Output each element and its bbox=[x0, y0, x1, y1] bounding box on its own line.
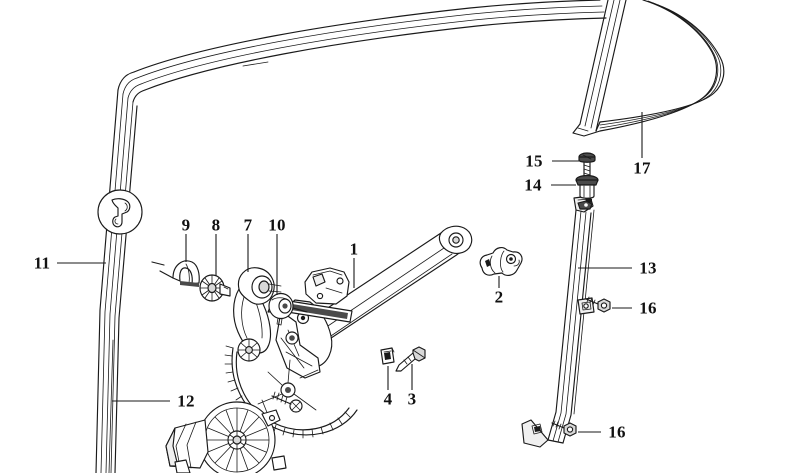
callout-label-13: 13 bbox=[639, 258, 657, 278]
part-4-retaining-nut-clip bbox=[380, 347, 395, 365]
callout-label-17: 17 bbox=[633, 158, 651, 178]
callout-label-16b: 16 bbox=[608, 422, 626, 442]
part-9-slide-shoe-cap bbox=[151, 260, 200, 287]
callout-label-11: 11 bbox=[33, 253, 51, 273]
part-8-toothed-roller-bushing bbox=[199, 274, 231, 302]
part-12-window-lift-motor bbox=[165, 401, 287, 473]
callout-label-16: 16 bbox=[639, 298, 657, 318]
motor-mounting-screw bbox=[271, 391, 303, 413]
callout-label-9: 9 bbox=[181, 215, 191, 235]
callout-label-10: 10 bbox=[268, 215, 286, 235]
callout-label-2: 2 bbox=[494, 287, 504, 307]
part-16-hex-fastener-upper bbox=[585, 296, 611, 313]
part-16-hex-fastener-lower bbox=[551, 420, 577, 437]
part-14-expanding-rivet-clip bbox=[575, 174, 599, 210]
leader-lines bbox=[57, 112, 643, 433]
callout-label-3: 3 bbox=[407, 389, 417, 409]
part-1-window-regulator-assembly bbox=[224, 225, 473, 439]
callout-label-14: 14 bbox=[524, 175, 542, 195]
part-7-regulator-arm-pivot-bushing bbox=[233, 267, 282, 362]
callout-label-12: 12 bbox=[177, 391, 195, 411]
part-17-quarter-window-seal bbox=[572, 0, 725, 137]
callout-label-1: 1 bbox=[349, 239, 359, 259]
callout-label-4: 4 bbox=[383, 389, 393, 409]
part-10-roller-bearing-spacer bbox=[268, 292, 308, 320]
part-3-hex-flange-bolt bbox=[395, 346, 426, 372]
part-11-window-frame-channel-seal bbox=[95, 0, 607, 473]
callout-label-7: 7 bbox=[243, 215, 253, 235]
part-13-rear-window-guide-rail bbox=[521, 195, 595, 448]
section-profile-detail-circle bbox=[97, 189, 143, 235]
part-2-window-guide-slider-clip bbox=[479, 247, 523, 276]
callout-label-15: 15 bbox=[525, 151, 543, 171]
callout-label-8: 8 bbox=[211, 215, 221, 235]
